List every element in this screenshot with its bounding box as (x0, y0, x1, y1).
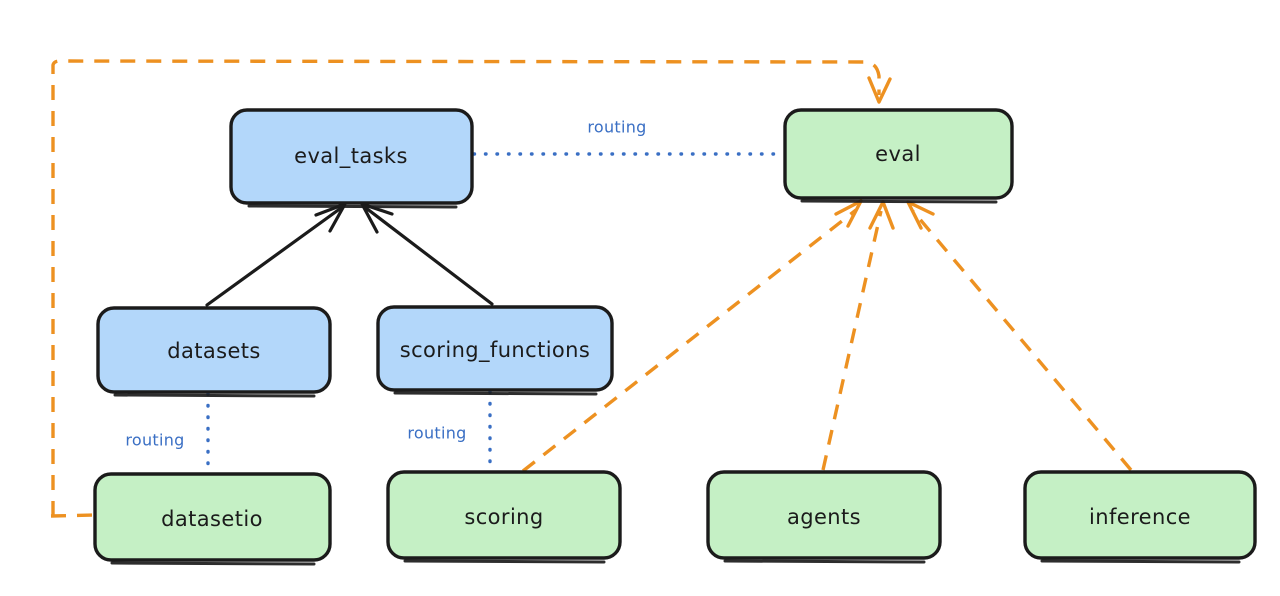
node-inference[interactable]: inference (1023, 470, 1257, 564)
node-eval-tasks-label: eval_tasks (294, 144, 408, 169)
node-scoring-shape (386, 470, 622, 560)
node-scoring-functions-shadow (393, 391, 598, 396)
node-eval-shape (783, 108, 1014, 200)
edge-label-routing-eval: routing (587, 118, 646, 137)
node-eval-tasks[interactable]: eval_tasks (229, 108, 474, 209)
edge-eval-tasks-to-eval: routing (472, 118, 785, 156)
node-eval-shadow (800, 199, 998, 204)
node-datasetio[interactable]: datasetio (93, 472, 332, 566)
node-scoring[interactable]: scoring (386, 470, 622, 564)
node-agents-label: agents (787, 505, 861, 529)
node-datasets-shadow (113, 393, 316, 398)
edge-datasetio-to-eval-line (51, 59, 881, 516)
node-datasets-label: datasets (167, 339, 261, 363)
edge-inference-to-eval (906, 200, 1133, 472)
node-inference-shadow (1040, 559, 1241, 564)
edge-scoring-functions-to-scoring: routing (407, 390, 492, 472)
edge-datasetio-to-eval-stub (50, 513, 97, 518)
node-scoring-shadow (403, 559, 606, 564)
node-agents[interactable]: agents (706, 470, 942, 564)
edge-scoring-to-eval-line (521, 208, 858, 473)
node-scoring-functions[interactable]: scoring_functions (376, 305, 614, 396)
node-scoring-label: scoring (464, 505, 543, 529)
edge-label-routing-scoring: routing (407, 424, 466, 443)
node-eval-tasks-shape (229, 108, 474, 205)
edge-datasetio-to-eval-arrowhead (867, 76, 892, 104)
node-datasets-shape (96, 306, 332, 394)
edge-scoring-functions-to-eval-tasks-line (364, 206, 494, 306)
node-scoring-functions-label: scoring_functions (400, 338, 590, 363)
node-eval[interactable]: eval (783, 108, 1014, 204)
edge-datasets-to-eval-tasks (205, 202, 347, 307)
node-eval-label: eval (875, 142, 921, 166)
edge-inference-to-eval-line (911, 209, 1133, 472)
node-inference-shape (1023, 470, 1257, 560)
node-agents-shadow (723, 559, 926, 564)
node-datasetio-label: datasetio (161, 507, 263, 531)
node-datasetio-shape (93, 472, 332, 562)
node-datasetio-shadow (110, 561, 316, 566)
node-scoring-functions-shape (376, 305, 614, 392)
edge-agents-to-eval (821, 200, 895, 471)
node-eval-tasks-shadow (247, 204, 458, 209)
edge-datasets-to-datasetio: routing (125, 392, 210, 474)
node-agents-shape (706, 470, 942, 560)
edge-inference-to-eval-arrowhead (906, 200, 935, 230)
edge-label-routing-datasetio: routing (125, 431, 184, 450)
edge-scoring-functions-to-eval-tasks (360, 202, 494, 306)
edge-datasets-to-eval-tasks-line (205, 206, 343, 307)
node-inference-label: inference (1089, 505, 1191, 529)
node-datasets[interactable]: datasets (96, 306, 332, 398)
edge-datasetio-to-eval (50, 59, 892, 518)
edge-agents-to-eval-line (821, 210, 883, 471)
